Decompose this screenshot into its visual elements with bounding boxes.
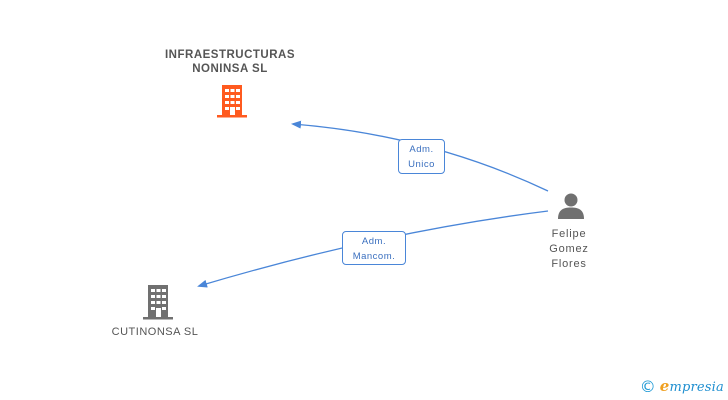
edge-label-line1: Adm. bbox=[361, 236, 387, 247]
company-name-line1: INFRAESTRUCTURAS bbox=[164, 49, 296, 61]
company-name-line2: NONINSA SL bbox=[192, 63, 268, 75]
edge-label-adm-mancom[interactable]: Adm. Mancom. bbox=[342, 231, 406, 265]
edge-label-line1: Adm. bbox=[409, 144, 434, 155]
brand-logo-text: mpresia bbox=[669, 380, 724, 395]
person-name-line2: Gomez bbox=[549, 243, 589, 255]
person-felipe-label[interactable]: Felipe Gomez Flores bbox=[537, 227, 601, 272]
edge-label-line2: Unico bbox=[408, 159, 435, 170]
edge-label-adm-unico[interactable]: Adm. Unico bbox=[398, 139, 445, 174]
brand-logo-initial: e bbox=[659, 377, 670, 395]
building-icon[interactable] bbox=[216, 84, 248, 118]
company-cutinonsa-label[interactable]: CUTINONSA SL bbox=[111, 326, 199, 338]
edge-label-line2: Mancom. bbox=[352, 251, 396, 262]
footer-brand[interactable]: © empresia bbox=[640, 376, 724, 396]
person-icon[interactable] bbox=[557, 192, 585, 220]
copyright-icon: © bbox=[639, 376, 656, 396]
person-name-line1: Felipe bbox=[551, 228, 587, 240]
person-name-line3: Flores bbox=[551, 258, 587, 270]
company-infraestructuras-label[interactable]: INFRAESTRUCTURAS NONINSA SL bbox=[150, 48, 310, 76]
brand-logo: empresia bbox=[660, 377, 724, 395]
building-icon[interactable] bbox=[142, 284, 174, 320]
